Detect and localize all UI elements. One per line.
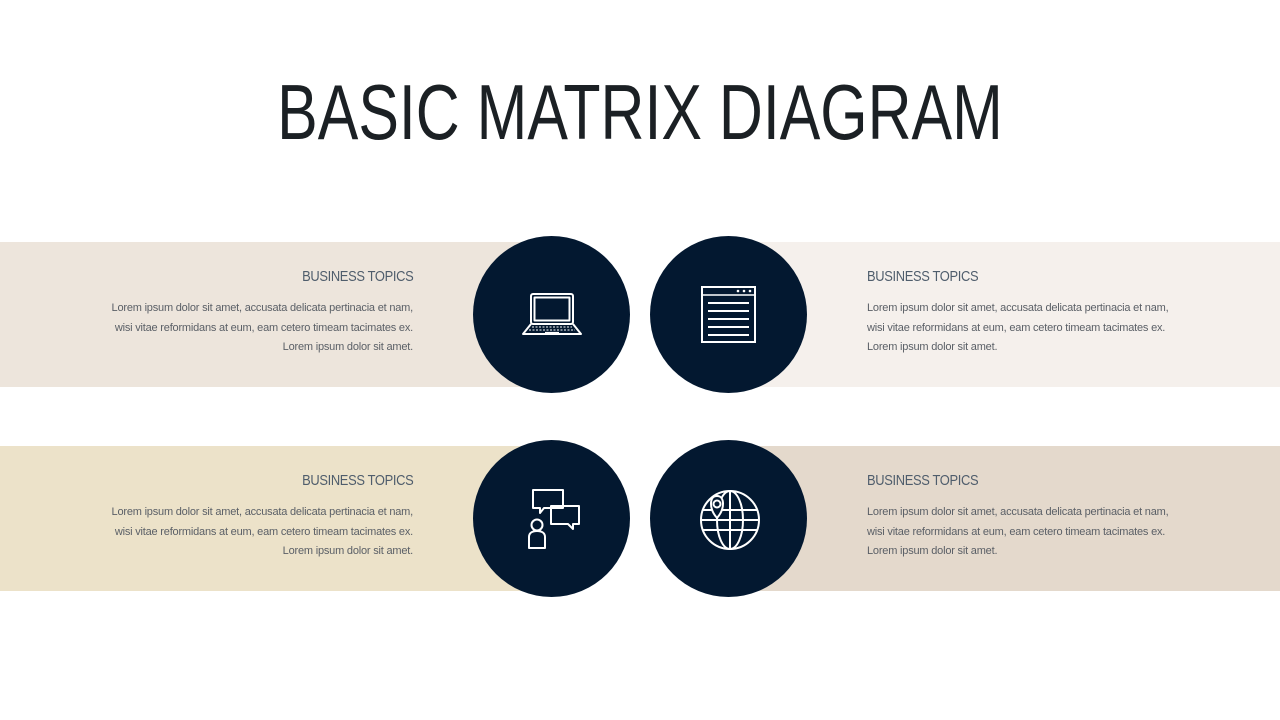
laptop-icon: [521, 292, 582, 335]
band-top-left: [0, 242, 552, 387]
topic-block-bottom-left: BUSINESS TOPICS Lorem ipsum dolor sit am…: [53, 470, 414, 562]
topic-body-line: wisi vitae reformidans at eum, eam ceter…: [867, 525, 1166, 538]
topic-body-line: wisi vitae reformidans at eum, eam ceter…: [867, 321, 1166, 334]
topic-body-line: Lorem ipsum dolor sit amet.: [867, 341, 998, 353]
topic-body-line: Lorem ipsum dolor sit amet, accusata del…: [111, 302, 414, 314]
topic-heading: BUSINESS TOPICS: [301, 268, 414, 285]
circle-top-right: [650, 236, 807, 393]
topic-heading: BUSINESS TOPICS: [867, 268, 979, 285]
topic-body-line: Lorem ipsum dolor sit amet.: [867, 545, 998, 557]
topic-body-line: Lorem ipsum dolor sit amet, accusata del…: [867, 302, 1169, 314]
document-window-icon: [700, 285, 756, 343]
circle-bottom-left: [473, 440, 630, 597]
topic-heading: BUSINESS TOPICS: [867, 472, 979, 489]
chat-person-icon: [527, 488, 580, 549]
topic-heading: BUSINESS TOPICS: [301, 472, 414, 489]
band-bottom-left: [0, 446, 552, 591]
topic-body-line: Lorem ipsum dolor sit amet, accusata del…: [867, 506, 1169, 518]
slide-title: BASIC MATRIX DIAGRAM: [277, 68, 1003, 156]
topic-body-line: Lorem ipsum dolor sit amet, accusata del…: [111, 506, 414, 518]
topic-body: Lorem ipsum dolor sit amet, accusata del…: [53, 503, 414, 562]
circle-top-left: [473, 236, 630, 393]
topic-body: Lorem ipsum dolor sit amet, accusata del…: [53, 299, 414, 358]
band-top-right: [728, 242, 1280, 387]
topic-block-bottom-right: BUSINESS TOPICS Lorem ipsum dolor sit am…: [867, 470, 1227, 562]
topic-body-line: wisi vitae reformidans at eum, eam ceter…: [114, 525, 413, 538]
topic-block-top-left: BUSINESS TOPICS Lorem ipsum dolor sit am…: [53, 266, 414, 358]
topic-body: Lorem ipsum dolor sit amet, accusata del…: [867, 503, 1227, 562]
circle-bottom-right: [650, 440, 807, 597]
band-bottom-right: [728, 446, 1280, 591]
topic-block-top-right: BUSINESS TOPICS Lorem ipsum dolor sit am…: [867, 266, 1227, 358]
globe-pin-icon: [699, 489, 760, 550]
topic-body-line: Lorem ipsum dolor sit amet.: [282, 341, 414, 353]
topic-body-line: Lorem ipsum dolor sit amet.: [282, 545, 414, 557]
topic-body: Lorem ipsum dolor sit amet, accusata del…: [867, 299, 1227, 358]
topic-body-line: wisi vitae reformidans at eum, eam ceter…: [114, 321, 413, 334]
